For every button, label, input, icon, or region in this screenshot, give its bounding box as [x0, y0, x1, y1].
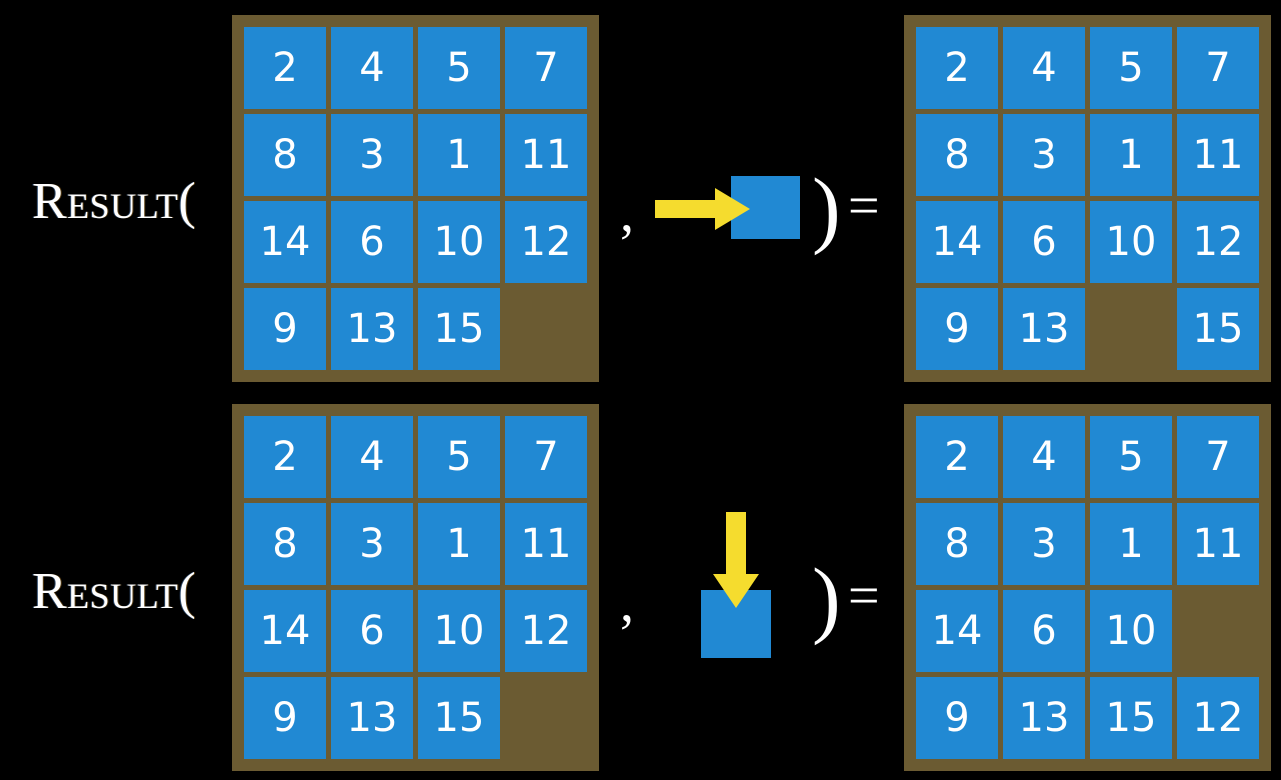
grid-cell: 8 — [916, 503, 998, 585]
grid-cell: 12 — [1177, 201, 1259, 283]
grid-cell: 6 — [1003, 201, 1085, 283]
grid-cell: 9 — [244, 288, 326, 370]
grid-cell: 2 — [916, 416, 998, 498]
grid-cell: 2 — [916, 27, 998, 109]
grid-cell-blank — [1090, 288, 1172, 370]
equals-sign-top: = — [848, 175, 880, 237]
grid-cell: 10 — [418, 590, 500, 672]
grid-cell: 8 — [244, 503, 326, 585]
grid-cell-blank — [1177, 590, 1259, 672]
argument-separator-comma-bottom: , — [620, 572, 634, 634]
grid-cell: 9 — [244, 677, 326, 759]
grid-cell: 3 — [1003, 503, 1085, 585]
grid-cell: 9 — [916, 677, 998, 759]
grid-cell: 3 — [1003, 114, 1085, 196]
grid-cell: 6 — [331, 590, 413, 672]
grid-cell: 11 — [505, 114, 587, 196]
grid-cell: 11 — [1177, 114, 1259, 196]
grid-cell: 1 — [1090, 114, 1172, 196]
grid-cell: 6 — [1003, 590, 1085, 672]
grid-cell: 4 — [1003, 27, 1085, 109]
grid-cell-blank — [505, 677, 587, 759]
grid-cell: 8 — [916, 114, 998, 196]
grid-cell: 11 — [1177, 503, 1259, 585]
grid-cell: 13 — [1003, 677, 1085, 759]
grid-cell: 15 — [1177, 288, 1259, 370]
grid-cell: 7 — [1177, 27, 1259, 109]
move-tile-bottom — [701, 590, 771, 658]
grid-cell: 10 — [418, 201, 500, 283]
grid-cell: 12 — [1177, 677, 1259, 759]
grid-cell: 13 — [1003, 288, 1085, 370]
close-paren-bottom: ) — [812, 550, 841, 646]
argument-separator-comma-top: , — [620, 182, 634, 244]
equation-row-top: Result( 2 4 5 7 8 3 1 11 14 6 10 12 9 13… — [32, 15, 1271, 382]
grid-cell: 15 — [1090, 677, 1172, 759]
grid-cell: 12 — [505, 590, 587, 672]
equals-sign-bottom: = — [848, 565, 880, 627]
close-paren-top: ) — [812, 160, 841, 256]
grid-cell: 4 — [331, 416, 413, 498]
grid-cell: 14 — [916, 201, 998, 283]
input-grid-bottom: 2 4 5 7 8 3 1 11 14 6 10 12 9 13 15 — [232, 404, 599, 771]
output-grid-bottom: 2 4 5 7 8 3 1 11 14 6 10 9 13 15 12 — [904, 404, 1271, 771]
grid-cell: 12 — [505, 201, 587, 283]
equation-row-bottom: Result( 2 4 5 7 8 3 1 11 14 6 10 12 9 13… — [0, 390, 1281, 780]
grid-cell: 2 — [244, 416, 326, 498]
grid-cell: 3 — [331, 503, 413, 585]
grid-cell: 15 — [418, 288, 500, 370]
input-grid-top: 2 4 5 7 8 3 1 11 14 6 10 12 9 13 15 — [232, 15, 599, 382]
grid-cell: 7 — [505, 416, 587, 498]
grid-cell: 5 — [418, 416, 500, 498]
grid-cell: 13 — [331, 677, 413, 759]
grid-cell: 5 — [1090, 416, 1172, 498]
grid-cell: 1 — [418, 114, 500, 196]
grid-cell: 2 — [244, 27, 326, 109]
grid-cell: 1 — [418, 503, 500, 585]
grid-cell: 14 — [244, 590, 326, 672]
grid-cell: 3 — [331, 114, 413, 196]
grid-cell: 10 — [1090, 590, 1172, 672]
grid-cell: 13 — [331, 288, 413, 370]
grid-cell: 7 — [1177, 416, 1259, 498]
grid-cell: 5 — [418, 27, 500, 109]
result-label-bottom: Result( — [32, 563, 197, 620]
grid-cell: 1 — [1090, 503, 1172, 585]
grid-cell: 14 — [916, 590, 998, 672]
grid-cell: 14 — [244, 201, 326, 283]
grid-cell: 7 — [505, 27, 587, 109]
grid-cell: 11 — [505, 503, 587, 585]
grid-cell: 4 — [331, 27, 413, 109]
move-tile-top — [731, 176, 800, 239]
grid-cell-blank — [505, 288, 587, 370]
result-label-top: Result( — [32, 173, 197, 230]
grid-cell: 10 — [1090, 201, 1172, 283]
grid-cell: 9 — [916, 288, 998, 370]
output-grid-top: 2 4 5 7 8 3 1 11 14 6 10 12 9 13 15 — [904, 15, 1271, 382]
grid-cell: 8 — [244, 114, 326, 196]
grid-cell: 4 — [1003, 416, 1085, 498]
grid-cell: 15 — [418, 677, 500, 759]
grid-cell: 5 — [1090, 27, 1172, 109]
grid-cell: 6 — [331, 201, 413, 283]
